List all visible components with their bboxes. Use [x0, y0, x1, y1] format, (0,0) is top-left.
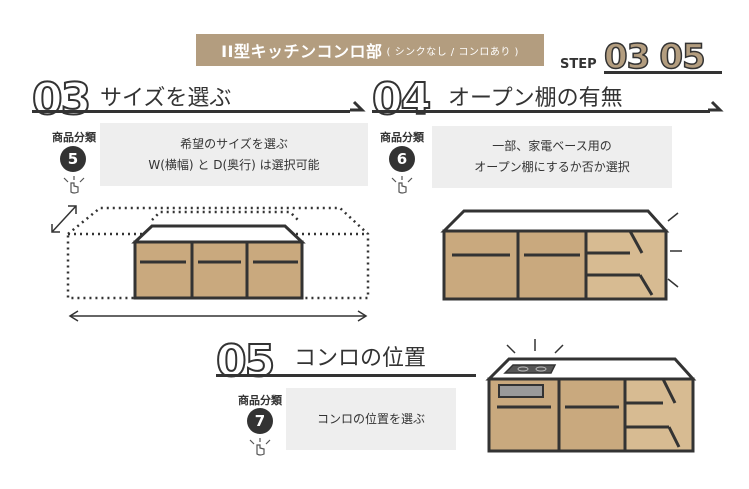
- section-04-info-box: 一部、家電ベース用の オープン棚にするか否か選択: [432, 126, 672, 188]
- step-underline: [604, 71, 722, 74]
- header-title: II型キッチンコンロ部: [221, 42, 383, 61]
- tap-hand-icon: [63, 176, 85, 194]
- header-subtitle: ( シンクなし / コンロあり ): [386, 46, 519, 58]
- section-03-underline: [32, 110, 350, 113]
- section-05-number: 05: [215, 336, 276, 387]
- section-05-info-box: コンロの位置を選ぶ: [286, 388, 456, 450]
- section-04-underline-arrow: [708, 100, 724, 112]
- section-04-number: 04: [371, 74, 432, 125]
- section-03-info-line-2: W(横幅) と D(奥行) は選択可能: [148, 157, 320, 172]
- section-04-open-shelf-diagram: [440, 209, 682, 301]
- section-03-title: サイズを選ぶ: [100, 86, 232, 111]
- step-label: STEP: [560, 57, 597, 72]
- section-05-title: コンロの位置: [294, 346, 427, 371]
- step-from: 03: [603, 36, 651, 78]
- section-05-category-label: 商品分類: [238, 394, 282, 407]
- section-05-info-line-1: コンロの位置を選ぶ: [316, 411, 425, 426]
- section-05-stove-diagram: [485, 339, 697, 453]
- section-05-underline: [216, 374, 476, 377]
- section-03-info-line-1: 希望のサイズを選ぶ: [180, 136, 288, 151]
- section-04-title: オープン棚の有無: [448, 86, 623, 111]
- diagonal-arrow-icon: [51, 205, 77, 233]
- step-to: 05: [659, 36, 707, 78]
- tap-hand-icon: [249, 438, 271, 456]
- section-03-underline-arrow: [350, 100, 366, 112]
- section-03-category-badge: 5: [60, 146, 86, 172]
- section-05-category-badge: 7: [247, 408, 273, 434]
- section-03-category-label: 商品分類: [52, 131, 96, 144]
- section-03-size-diagram: [51, 205, 370, 322]
- section-04-category-badge: 6: [389, 146, 415, 172]
- section-04-info-line-1: 一部、家電ベース用の: [492, 139, 612, 153]
- section-03-number: 03: [31, 74, 92, 125]
- stove-icon: [503, 364, 557, 374]
- section-04-category-label: 商品分類: [380, 131, 424, 144]
- header-banner: II型キッチンコンロ部 ( シンクなし / コンロあり ): [196, 34, 544, 66]
- section-04-underline: [372, 110, 710, 113]
- section-04-info-line-2: オープン棚にするか否か選択: [474, 160, 630, 174]
- section-03-info-box: 希望のサイズを選ぶ W(横幅) と D(奥行) は選択可能: [100, 123, 368, 186]
- tap-hand-icon: [391, 176, 413, 194]
- horizontal-arrow-icon: [68, 310, 368, 322]
